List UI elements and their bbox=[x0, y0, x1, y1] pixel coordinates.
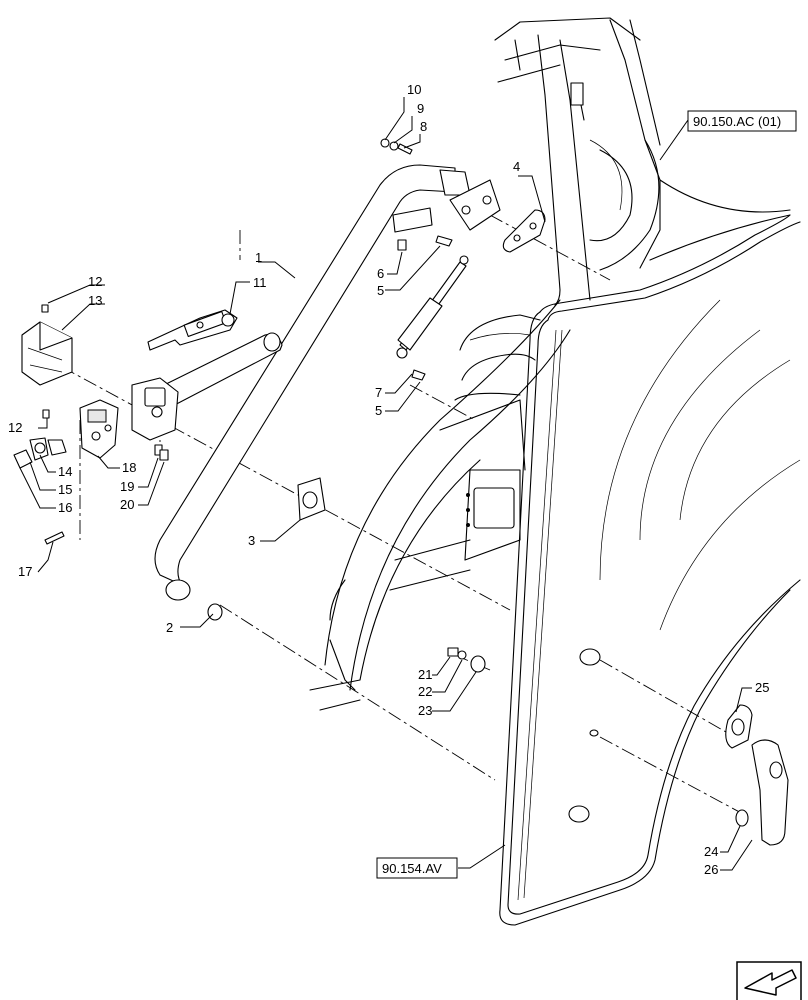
cab-frame bbox=[309, 17, 791, 711]
part-label: 16 bbox=[58, 500, 72, 515]
hinge-assembly bbox=[131, 377, 179, 461]
arrow-pointing-left-down-icon[interactable] bbox=[736, 961, 802, 1000]
fasteners-21-23 bbox=[447, 647, 486, 673]
reference-top[interactable]: 90.150.AC (01) bbox=[687, 110, 797, 132]
part-label: 1 bbox=[255, 250, 262, 265]
part-label: 11 bbox=[253, 275, 267, 290]
part-label: 3 bbox=[248, 533, 255, 548]
part-label: 14 bbox=[58, 464, 72, 479]
part-label: 9 bbox=[417, 101, 424, 116]
lock-block bbox=[79, 399, 119, 459]
part-label: 19 bbox=[120, 479, 134, 494]
plate-part-4 bbox=[502, 209, 546, 253]
part-label: 5 bbox=[377, 283, 384, 298]
part-label: 23 bbox=[418, 703, 432, 718]
leader-lines bbox=[19, 97, 753, 871]
part-number-labels: 1 2 3 4 5 5 6 7 8 9 10 11 12 12 13 14 15… bbox=[8, 82, 769, 877]
part-label: 4 bbox=[513, 159, 520, 174]
reference-bottom[interactable]: 90.154.AV bbox=[376, 857, 458, 879]
part-label: 21 bbox=[418, 667, 432, 682]
part-label: 5 bbox=[375, 403, 382, 418]
reference-bottom-label: 90.154.AV bbox=[382, 861, 442, 876]
part-label: 10 bbox=[407, 82, 421, 97]
clamp-parts-14-16 bbox=[13, 437, 67, 469]
handle-assembly bbox=[725, 704, 789, 846]
handrail-tube bbox=[149, 164, 501, 601]
part-label: 17 bbox=[18, 564, 32, 579]
pad-part-3 bbox=[297, 477, 326, 521]
door-glass bbox=[499, 214, 801, 926]
part-label: 6 bbox=[377, 266, 384, 281]
part-label: 7 bbox=[375, 385, 382, 400]
part-label: 8 bbox=[420, 119, 427, 134]
part-label: 2 bbox=[166, 620, 173, 635]
screw-part-17 bbox=[44, 531, 65, 545]
gas-strut bbox=[396, 235, 469, 381]
part-label: 13 bbox=[88, 293, 102, 308]
part-label: 20 bbox=[120, 497, 134, 512]
part-label: 18 bbox=[122, 460, 136, 475]
bolts-8-9-10 bbox=[380, 138, 413, 155]
part-label: 25 bbox=[755, 680, 769, 695]
assembly-lines bbox=[39, 214, 746, 816]
reference-top-label: 90.150.AC (01) bbox=[693, 114, 781, 129]
latch-rod bbox=[147, 309, 238, 351]
bracket-part-13 bbox=[21, 304, 73, 419]
part-label: 24 bbox=[704, 844, 718, 859]
part-label: 26 bbox=[704, 862, 718, 877]
part-label: 22 bbox=[418, 684, 432, 699]
part-label: 15 bbox=[58, 482, 72, 497]
part-label: 12 bbox=[8, 420, 22, 435]
part-label: 12 bbox=[88, 274, 102, 289]
